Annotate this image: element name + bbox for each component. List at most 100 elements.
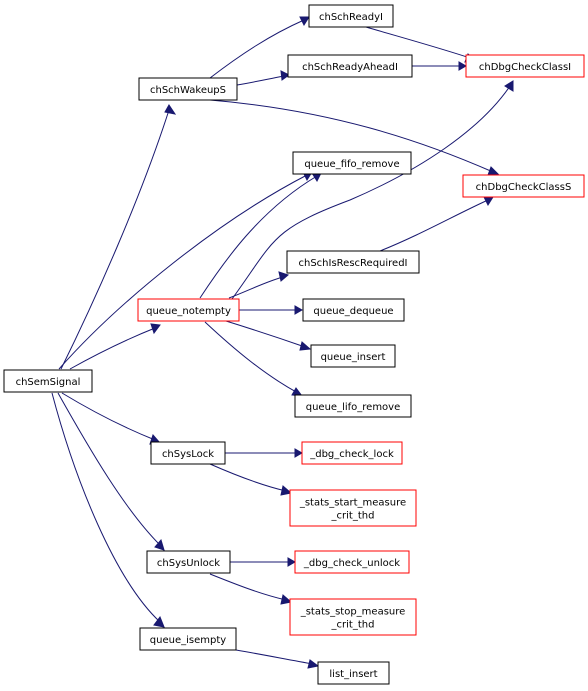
edge-chSemSignal-to-chSchWakeupS xyxy=(60,104,177,370)
edge-chSemSignal-to-queue_isempty xyxy=(51,392,165,628)
node-box[interactable] xyxy=(465,54,585,78)
node-label: chSchIsRescRequiredI xyxy=(299,258,408,269)
edge-line xyxy=(379,199,489,252)
node-chSysUnlock[interactable]: chSysUnlock xyxy=(146,550,231,574)
node-box[interactable] xyxy=(3,369,93,393)
edge-chSysUnlock-to-_dbg_check_unlock xyxy=(230,557,297,567)
node-label: chSchWakeupS xyxy=(150,85,226,96)
node-queue-insert[interactable]: queue_insert xyxy=(310,344,396,368)
node-label: _stats_stop_measure xyxy=(300,607,406,618)
edge-line xyxy=(204,321,299,394)
node-chDbgCheckClassS[interactable]: chDbgCheckClassS xyxy=(462,174,585,198)
node-box[interactable] xyxy=(137,298,240,322)
node-label: queue_isempty xyxy=(150,635,226,646)
node-box[interactable] xyxy=(150,441,226,465)
node-label: chDbgCheckClassS xyxy=(476,182,572,193)
edge-line xyxy=(231,85,511,300)
node-label: _dbg_check_unlock xyxy=(303,558,400,569)
node-queue-notempty[interactable]: queue_notempty xyxy=(137,298,240,322)
node-list-insert[interactable]: list_insert xyxy=(317,661,390,685)
node-label: _crit_thd xyxy=(331,511,375,522)
edge-chSemSignal-to-chSysLock xyxy=(61,392,162,445)
node-box[interactable] xyxy=(287,54,413,78)
node--dbg-check-lock[interactable]: _dbg_check_lock xyxy=(301,441,403,465)
edge-line xyxy=(69,327,156,370)
node-label: _stats_start_measure xyxy=(299,498,406,509)
edge-arrowhead xyxy=(287,557,297,567)
edge-line xyxy=(199,175,318,299)
node-label: chSysUnlock xyxy=(157,558,220,569)
node-box[interactable] xyxy=(146,550,231,574)
node-chSchReadyI[interactable]: chSchReadyI xyxy=(308,4,394,28)
edge-line xyxy=(365,26,471,59)
node-box[interactable] xyxy=(294,394,412,418)
node-box[interactable] xyxy=(301,441,403,465)
edge-line xyxy=(236,75,285,86)
node-chSchIsRescRequiredI[interactable]: chSchIsRescRequiredI xyxy=(286,250,420,274)
edge-arrowhead xyxy=(154,538,165,551)
edge-arrowhead xyxy=(280,485,293,496)
edge-line xyxy=(209,573,287,601)
node-queue-dequeue[interactable]: queue_dequeue xyxy=(302,298,405,322)
edge-queue_notempty-to-chSchIsRescRequiredI xyxy=(228,271,289,299)
edge-line xyxy=(235,649,314,665)
edge-queue_notempty-to-queue_dequeue xyxy=(239,305,304,315)
node-label: queue_notempty xyxy=(146,306,231,317)
node-box[interactable] xyxy=(302,298,405,322)
edge-line xyxy=(61,392,156,441)
node-chSemSignal[interactable]: chSemSignal xyxy=(3,369,93,393)
edge-line xyxy=(57,392,161,546)
node-queue-fifo-remove[interactable]: queue_fifo_remove xyxy=(292,151,412,175)
edge-arrowhead xyxy=(307,659,320,669)
node-box[interactable] xyxy=(289,489,417,527)
edge-queue_notempty-to-chDbgCheckClassI xyxy=(231,80,514,300)
node-queue-lifo-remove[interactable]: queue_lifo_remove xyxy=(294,394,412,418)
node--stats-stop-measure-crit-thd[interactable]: _stats_stop_measure_crit_thd xyxy=(289,598,417,636)
edge-chSchIsRescRequiredI-to-chDbgCheckClassS xyxy=(379,196,494,252)
node-chSchWakeupS[interactable]: chSchWakeupS xyxy=(138,77,238,101)
node-box[interactable] xyxy=(289,598,417,636)
edge-arrowhead xyxy=(487,166,500,176)
edge-chSchReadyAheadI-to-chDbgCheckClassI xyxy=(412,61,468,71)
edge-arrowhead xyxy=(280,70,290,81)
edge-chSemSignal-to-chSysUnlock xyxy=(57,392,165,551)
node-label: queue_dequeue xyxy=(313,306,393,317)
nodes-layer: chSemSignal chSchWakeupS chSchReadyI chSchR… xyxy=(3,4,585,685)
edge-line xyxy=(209,99,494,173)
node-box[interactable] xyxy=(286,250,420,274)
edge-queue_notempty-to-queue_lifo_remove xyxy=(204,321,304,397)
node-box[interactable] xyxy=(310,344,396,368)
node-box[interactable] xyxy=(317,661,390,685)
edge-arrowhead xyxy=(504,80,514,92)
edge-chSchWakeupS-to-chSchReadyI xyxy=(209,16,310,79)
edge-chSchWakeupS-to-chDbgCheckClassS xyxy=(209,99,500,176)
edge-line xyxy=(51,392,161,623)
edge-arrowhead xyxy=(164,104,177,115)
node-label: _dbg_check_lock xyxy=(309,449,394,460)
edge-arrowhead xyxy=(299,16,310,27)
edge-arrowhead xyxy=(153,615,165,628)
node--dbg-check-unlock[interactable]: _dbg_check_unlock xyxy=(294,550,410,574)
node-label: queue_fifo_remove xyxy=(304,159,399,170)
edge-arrowhead xyxy=(150,323,161,335)
node-chDbgCheckClassI[interactable]: chDbgCheckClassI xyxy=(465,54,585,78)
node-box[interactable] xyxy=(292,151,412,175)
node-box[interactable] xyxy=(138,77,238,101)
node-box[interactable] xyxy=(139,627,237,651)
edge-line xyxy=(58,174,308,370)
node-box[interactable] xyxy=(294,550,410,574)
node--stats-start-measure-crit-thd[interactable]: _stats_start_measure _crit_thd xyxy=(289,489,417,527)
node-box[interactable] xyxy=(462,174,585,198)
node-label: list_insert xyxy=(329,669,377,680)
edge-line xyxy=(225,320,306,348)
node-label: chSchReadyAheadI xyxy=(302,62,398,73)
node-chSchReadyAheadI[interactable]: chSchReadyAheadI xyxy=(287,54,413,78)
edge-chSemSignal-to-queue_fifo_remove xyxy=(58,171,313,370)
node-queue-isempty[interactable]: queue_isempty xyxy=(139,627,237,651)
node-box[interactable] xyxy=(308,4,394,28)
edge-chSysLock-to-_stats_start_measure_crit_thd xyxy=(209,463,293,496)
node-label: queue_insert xyxy=(321,352,386,363)
node-chSysLock[interactable]: chSysLock xyxy=(150,441,226,465)
edge-line xyxy=(209,19,305,79)
node-label: chDbgCheckClassI xyxy=(479,62,571,73)
